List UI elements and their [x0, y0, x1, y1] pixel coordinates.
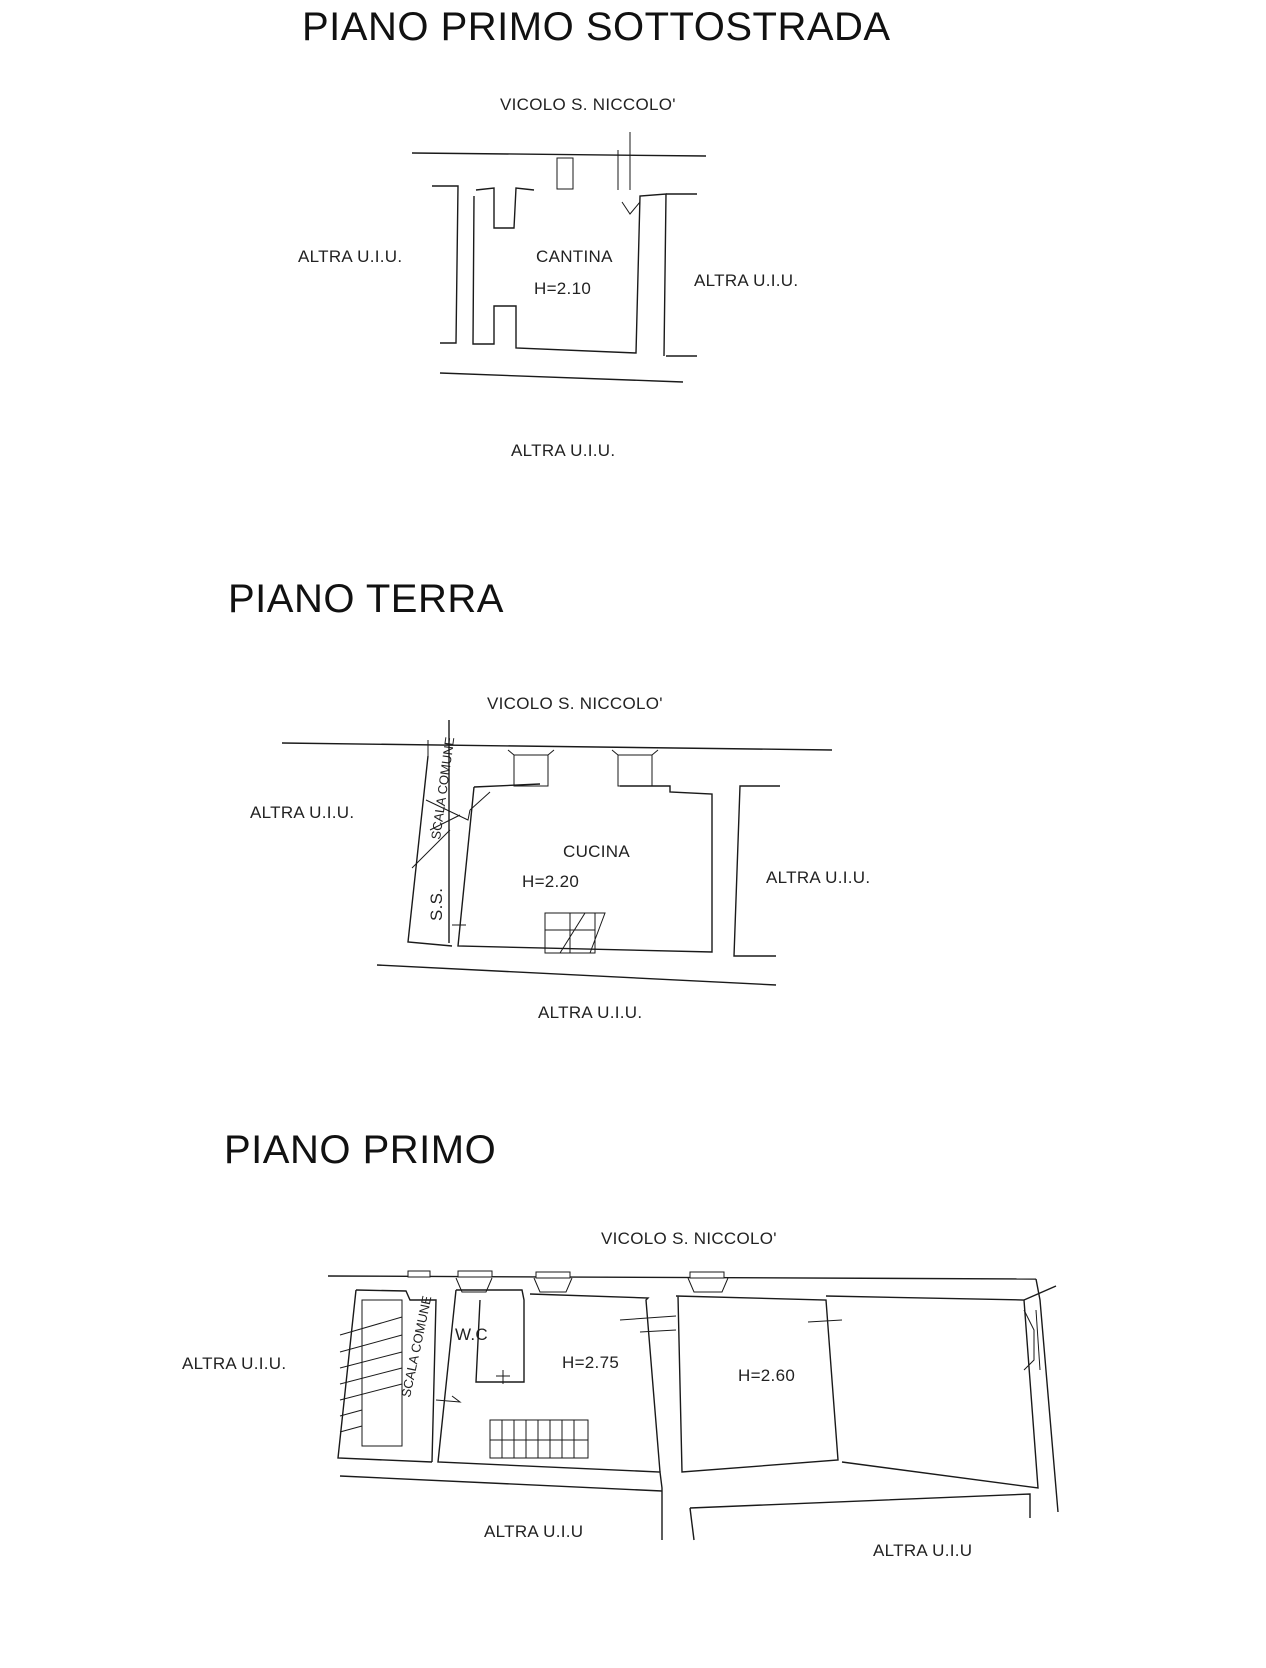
room-height: H=2.10	[534, 279, 591, 298]
room-height-1: H=2.75	[562, 1353, 619, 1372]
stair-label: SCALA COMUNE	[398, 1294, 434, 1398]
floor-primo-sottostrada: PIANO PRIMO SOTTOSTRADA VICOLO S. NICCOL…	[298, 5, 891, 460]
neighbor-left-label: ALTRA U.I.U.	[250, 803, 354, 822]
neighbor-bottom-label: ALTRA U.I.U.	[511, 441, 615, 460]
room-height-2: H=2.60	[738, 1366, 795, 1385]
floor-title: PIANO TERRA	[228, 577, 504, 621]
floor-title: PIANO PRIMO	[224, 1128, 496, 1172]
room-name: CANTINA	[536, 247, 613, 266]
neighbor-right-label: ALTRA U.I.U.	[694, 271, 798, 290]
walls	[411, 132, 707, 383]
walls	[281, 720, 833, 986]
walls	[327, 1270, 1059, 1541]
floor-terra: PIANO TERRA VICOLO S. NICCOLO' ALTRA U.I…	[228, 577, 870, 1022]
neighbor-right-label: ALTRA U.I.U.	[766, 868, 870, 887]
room-height: H=2.20	[522, 872, 579, 891]
street-label: VICOLO S. NICCOLO'	[487, 694, 663, 713]
street-label: VICOLO S. NICCOLO'	[500, 95, 676, 114]
street-label: VICOLO S. NICCOLO'	[601, 1229, 777, 1248]
room-name: CUCINA	[563, 842, 630, 861]
neighbor-bottom-right-label: ALTRA U.I.U	[873, 1541, 972, 1560]
neighbor-left-label: ALTRA U.I.U.	[298, 247, 402, 266]
neighbor-bottom-label: ALTRA U.I.U.	[538, 1003, 642, 1022]
floor-primo: PIANO PRIMO VICOLO S. NICCOLO' ALTRA U.I…	[182, 1128, 1059, 1560]
neighbor-left-label: ALTRA U.I.U.	[182, 1354, 286, 1373]
neighbor-bottom-left-label: ALTRA U.I.U	[484, 1522, 583, 1541]
stair-label: SCALA COMUNE	[428, 736, 457, 841]
floor-title: PIANO PRIMO SOTTOSTRADA	[302, 5, 891, 49]
wc-label: W.C	[455, 1325, 488, 1344]
ss-label: S.S.	[427, 888, 446, 921]
